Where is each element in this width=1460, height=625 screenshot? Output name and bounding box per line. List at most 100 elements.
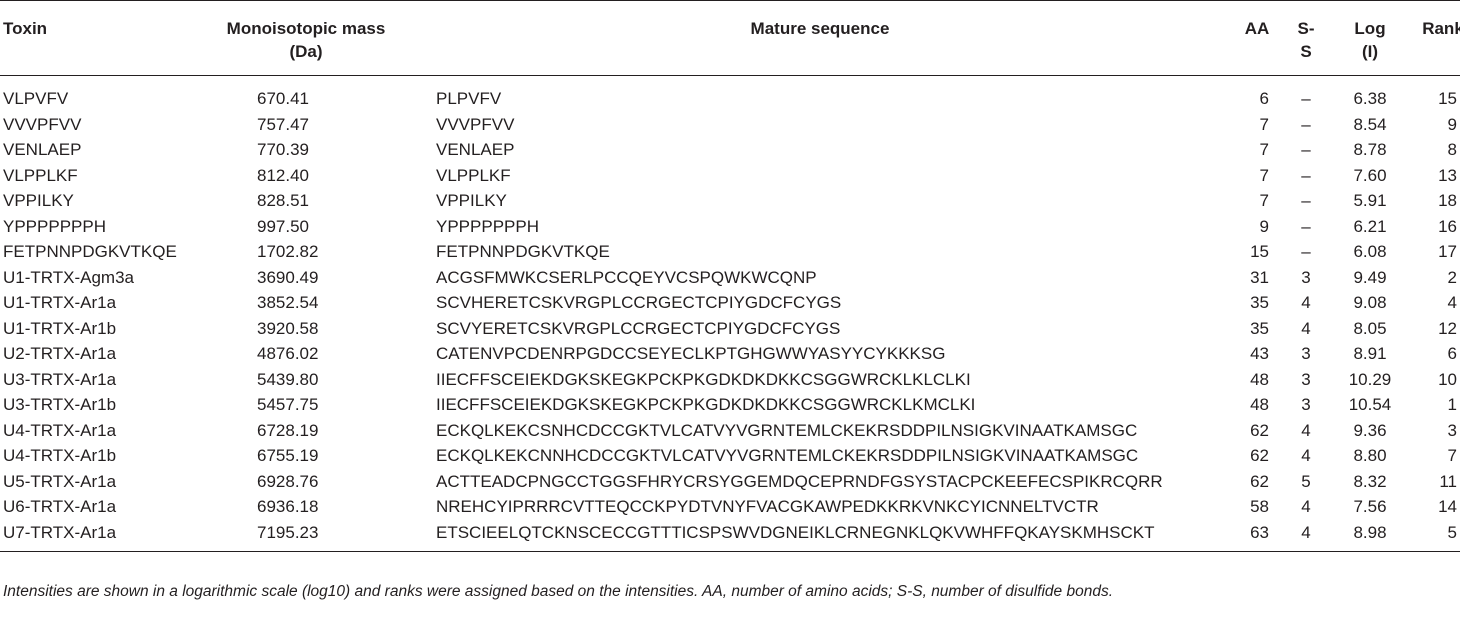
- cell-toxin: U6-TRTX-Ar1a: [3, 497, 117, 516]
- cell-ss: –: [1301, 165, 1311, 185]
- cell-aa: 62: [1250, 471, 1269, 491]
- cell-toxin: VPPILKY: [3, 191, 74, 210]
- cell-mass: 3690.49: [257, 267, 319, 287]
- cell-ss: –: [1301, 191, 1311, 210]
- cell-ss: 3: [1301, 395, 1311, 414]
- header-ss-label-line2: S: [1300, 42, 1312, 61]
- cell-aa: 6: [1259, 89, 1269, 108]
- cell-toxin: U3-TRTX-Ar1a: [3, 369, 117, 389]
- cell-ss: 4: [1301, 293, 1311, 312]
- cell-log: 8.05: [1353, 318, 1387, 338]
- cell-sequence: NREHCYIPRRRCVTTEQCCKPYDTVNYFVACGKAWPEDKK…: [436, 497, 1099, 516]
- table-row: U6-TRTX-Ar1a 6936.18 NREHCYIPRRRCVTTEQCCKP…: [0, 494, 1460, 520]
- cell-sequence: ACGSFMWKCSERLPCCQEYVCSPQWKWCQNP: [436, 267, 817, 287]
- cell-rank: 7: [1447, 446, 1457, 465]
- cell-ss: 5: [1301, 471, 1311, 491]
- cell-aa: 7: [1259, 191, 1269, 210]
- cell-sequence: IIECFFSCEIEKDGKSKEGKPCKPKGDKDKDKKCSGGWRC…: [436, 369, 971, 389]
- cell-log: 8.98: [1353, 522, 1387, 542]
- cell-log: 8.54: [1353, 114, 1387, 134]
- cell-ss: 4: [1301, 420, 1311, 440]
- cell-mass: 7195.23: [257, 522, 319, 542]
- cell-log: 6.08: [1353, 242, 1387, 261]
- cell-aa: 7: [1259, 114, 1269, 134]
- header-rank: Rank: [1409, 1, 1460, 76]
- cell-mass: 812.40: [257, 165, 309, 185]
- header-log-label-line2: (I): [1361, 42, 1379, 61]
- cell-rank: 1: [1447, 395, 1457, 414]
- cell-rank: 10: [1438, 369, 1457, 389]
- cell-rank: 16: [1438, 216, 1457, 236]
- cell-sequence: IIECFFSCEIEKDGKSKEGKPCKPKGDKDKDKKCSGGWRC…: [436, 395, 976, 414]
- cell-aa: 62: [1250, 446, 1269, 465]
- cell-toxin: U5-TRTX-Ar1a: [3, 471, 117, 491]
- cell-rank: 11: [1439, 471, 1457, 491]
- cell-mass: 757.47: [257, 114, 309, 134]
- toxin-table: Toxin Monoisotopic mass(Da) Mature seque…: [0, 0, 1460, 552]
- cell-toxin: VVVPFVV: [3, 114, 82, 134]
- cell-rank: 9: [1447, 114, 1457, 134]
- cell-toxin: U1-TRTX-Ar1a: [3, 293, 117, 312]
- cell-rank: 2: [1447, 267, 1457, 287]
- cell-aa: 31: [1250, 267, 1269, 287]
- cell-aa: 58: [1250, 497, 1269, 516]
- header-mass-label-line1: Monoisotopic mass: [226, 19, 386, 38]
- cell-sequence: SCVHERETCSKVRGPLCCRGECTCPIYGDCFCYGS: [436, 293, 842, 312]
- cell-mass: 3920.58: [257, 318, 319, 338]
- cell-log: 9.36: [1353, 420, 1387, 440]
- cell-sequence: VPPILKY: [436, 191, 507, 210]
- header-aa-label: AA: [1244, 19, 1270, 38]
- cell-log: 10.54: [1348, 395, 1392, 414]
- header-log-label-line1: Log: [1354, 19, 1386, 38]
- cell-rank: 6: [1447, 344, 1457, 363]
- cell-aa: 48: [1250, 369, 1269, 389]
- cell-mass: 3852.54: [257, 293, 319, 312]
- cell-log: 9.49: [1353, 267, 1387, 287]
- cell-sequence: VVVPFVV: [436, 114, 515, 134]
- cell-rank: 8: [1447, 140, 1457, 159]
- cell-mass: 6936.18: [257, 497, 319, 516]
- cell-toxin: VLPVFV: [3, 89, 69, 108]
- cell-sequence: VENLAEP: [436, 140, 515, 159]
- cell-rank: 18: [1438, 191, 1457, 210]
- cell-ss: –: [1301, 140, 1311, 159]
- toxin-table-container: Toxin Monoisotopic mass(Da) Mature seque…: [0, 0, 1460, 552]
- cell-rank: 3: [1447, 420, 1457, 440]
- cell-mass: 670.41: [257, 89, 309, 108]
- cell-toxin: U2-TRTX-Ar1a: [3, 344, 117, 363]
- cell-sequence: ECKQLKEKCNNHCDCCGKTVLCATVYVGRNTEMLCKEKRS…: [436, 446, 1139, 465]
- cell-sequence: ECKQLKEKCSNHCDCCGKTVLCATVYVGRNTEMLCKEKRS…: [436, 420, 1138, 440]
- cell-aa: 7: [1259, 165, 1269, 185]
- cell-aa: 63: [1250, 522, 1269, 542]
- cell-log: 6.38: [1353, 89, 1387, 108]
- table-row: U1-TRTX-Ar1a 3852.54 SCVHERETCSKVRGPLCCRGE…: [0, 290, 1460, 316]
- cell-rank: 14: [1438, 497, 1457, 516]
- cell-ss: –: [1301, 216, 1311, 236]
- header-toxin: Toxin: [0, 1, 197, 76]
- cell-sequence: ETSCIEELQTCKNSCECCGTTTICSPSWVDGNEIKLCRNE…: [436, 522, 1155, 542]
- cell-ss: –: [1301, 242, 1311, 261]
- cell-ss: 4: [1301, 318, 1311, 338]
- header-sequence: Mature sequence: [411, 1, 1233, 76]
- cell-toxin: U1-TRTX-Ar1b: [3, 318, 117, 338]
- cell-rank: 5: [1447, 522, 1457, 542]
- cell-log: 8.78: [1353, 140, 1387, 159]
- header-row: Toxin Monoisotopic mass(Da) Mature seque…: [0, 0, 1460, 76]
- cell-sequence: PLPVFV: [436, 89, 502, 108]
- cell-mass: 997.50: [257, 216, 309, 236]
- cell-sequence: SCVYERETCSKVRGPLCCRGECTCPIYGDCFCYGS: [436, 318, 841, 338]
- cell-ss: 3: [1301, 369, 1311, 389]
- cell-ss: 4: [1301, 497, 1311, 516]
- cell-aa: 15: [1250, 242, 1269, 261]
- header-ss-label-line1: S-: [1297, 19, 1315, 38]
- cell-ss: 4: [1301, 446, 1311, 465]
- cell-ss: –: [1301, 89, 1311, 108]
- cell-rank: 4: [1447, 293, 1457, 312]
- cell-toxin: YPPPPPPPH: [3, 216, 106, 236]
